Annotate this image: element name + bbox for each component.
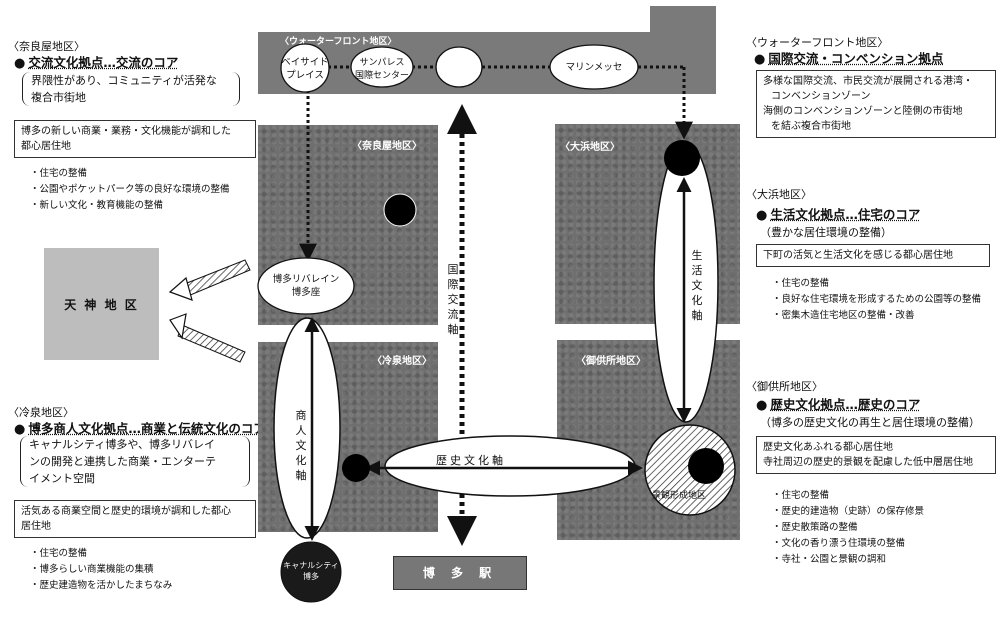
bullet-dot-icon: ● xyxy=(754,52,766,67)
ohama-core-dot xyxy=(664,140,700,176)
list-item: 密集木造住宅地区の整備・改善 xyxy=(772,308,981,324)
rekishi-ellipse xyxy=(384,435,636,497)
ohama-bullets: 住宅の整備 良好な住宅環境を形成するための公園等の整備 密集木造住宅地区の整備・… xyxy=(772,276,982,324)
list-item: 新しい文化・教育機能の整備 xyxy=(30,198,230,214)
rekishi-axis-label: 歴史文化軸 xyxy=(436,454,506,467)
bayside-node xyxy=(280,43,330,93)
waterfront-title: ●国際交流・コンベンション拠点 xyxy=(754,51,944,67)
list-item: 住宅の整備 xyxy=(30,546,172,562)
naraya-box: 博多の新しい商業・業務・文化機能が調和した 都心居住地 xyxy=(14,120,256,158)
naraya-header: 〈奈良屋地区〉 xyxy=(8,40,85,53)
ohama-title: ●生活文化拠点…住宅のコア xyxy=(756,207,921,223)
tenjin-district: 天 神 地 区 xyxy=(44,248,159,360)
list-item: 文化の香り漂う住環境の整備 xyxy=(772,536,924,552)
reisen-box: 活気ある商業空間と歴史的環境が調和した都心 居住地 xyxy=(14,500,256,538)
marine-label: マリンメッセ xyxy=(565,62,623,73)
list-item: 住宅の整備 xyxy=(772,276,981,292)
ohama-header: 〈大浜地区〉 xyxy=(746,188,812,201)
reisen-header: 〈冷泉地区〉 xyxy=(8,406,74,419)
canal-label: キャナルシティ 博多 xyxy=(283,561,339,581)
riverain-label: 博多リバレイン 博多座 xyxy=(272,274,340,298)
sunpalace-node xyxy=(350,46,414,88)
bullet-dot-icon: ● xyxy=(14,422,26,437)
bullet-dot-icon: ● xyxy=(14,56,26,71)
reisen-map-label: 〈冷泉地区〉 xyxy=(372,356,432,367)
ohama-map-label: 〈大浜地区〉 xyxy=(560,142,620,153)
reisen-paren: キャナルシティ博多や、博多リバレイ ンの開発と連携した商業・エンターテ イメント… xyxy=(20,436,250,487)
reisen-core-dot xyxy=(342,454,370,482)
waterfront-header: 〈ウォーターフロント地区〉 xyxy=(746,36,889,49)
gokusho-paren: （博多の歴史文化の再生と居住環境の整備） xyxy=(760,416,980,429)
ohama-box: 下町の活気と生活文化を感じる都心居住地 xyxy=(756,244,990,267)
waterfront-district xyxy=(258,32,716,94)
naraya-map-label: 〈奈良屋地区〉 xyxy=(352,141,422,152)
gokusho-map-label: 〈御供所地区〉 xyxy=(576,356,646,367)
gokusho-title: ●歴史文化拠点…歴史のコア xyxy=(756,397,921,413)
blank-node xyxy=(435,46,483,88)
marine-node xyxy=(549,44,639,90)
waterfront-map-label: 〈ウォーターフロント地区〉 xyxy=(280,37,397,47)
list-item: 公園やポケットパーク等の良好な環境の整備 xyxy=(30,182,230,198)
tenjin-label: 天 神 地 区 xyxy=(64,298,139,312)
sunpalace-label: サンパレス 国際センター xyxy=(354,58,409,81)
hakata-station: 博 多 駅 xyxy=(393,556,527,590)
tenjin-arrows xyxy=(168,259,251,363)
list-item: 歴史散策路の整備 xyxy=(772,520,924,536)
waterfront-district-corner xyxy=(650,6,716,36)
kokusai-axis-label: 国際交流軸 xyxy=(447,263,459,336)
ohama-paren: （豊かな居住環境の整備） xyxy=(760,226,892,239)
gokusho-header: 〈御供所地区〉 xyxy=(746,380,823,393)
gokusho-core-dot xyxy=(688,448,724,484)
list-item: 良好な住宅環境を形成するための公園等の整備 xyxy=(772,292,982,308)
naraya-bullets: 住宅の整備 公園やポケットパーク等の良好な環境の整備 新しい文化・教育機能の整備 xyxy=(30,166,230,214)
list-item: 寺社・公園と景観の調和 xyxy=(772,552,924,568)
keikan-label: 景観形成地区 xyxy=(652,491,707,501)
reisen-title: ●博多商人文化拠点…商業と伝統文化のコア xyxy=(14,421,266,437)
gokusho-bullets: 住宅の整備 歴史的建造物（史跡）の保存修景 歴史散策路の整備 文化の香り漂う住環… xyxy=(772,488,925,568)
seikatsu-axis-label: 生活文化軸 xyxy=(691,249,703,322)
list-item: 住宅の整備 xyxy=(30,166,230,182)
list-item: 住宅の整備 xyxy=(772,488,924,504)
naraya-paren: 界隈性があり、コミュニティが活発な 複合市街地 xyxy=(22,72,240,106)
bayside-label: ベイサイド プレイス xyxy=(281,57,329,81)
seikatsu-ellipse xyxy=(653,141,719,423)
shonin-axis-label: 商人文化軸 xyxy=(295,409,307,482)
gokusho-box: 歴史文化あふれる都心居住地 寺社周辺の歴史的景観を配慮した低中層居住地 xyxy=(756,436,996,474)
naraya-title: ●交流文化拠点…交流のコア xyxy=(14,55,179,71)
reisen-bullets: 住宅の整備 博多らしい商業機能の集積 歴史建造物を活かしたまちなみ xyxy=(30,546,173,594)
list-item: 博多らしい商業機能の集積 xyxy=(30,562,172,578)
naraya-core-dot xyxy=(383,193,417,227)
canal-node xyxy=(280,541,342,603)
list-item: 歴史建造物を活かしたまちなみ xyxy=(30,578,173,594)
list-item: 歴史的建造物（史跡）の保存修景 xyxy=(772,504,925,520)
waterfront-box: 多様な国際交流、市民交流が展開される港湾・ コンベンションゾーン 海側のコンベン… xyxy=(756,70,996,138)
bullet-dot-icon: ● xyxy=(756,398,768,413)
riverain-node xyxy=(257,257,355,315)
bullet-dot-icon: ● xyxy=(756,208,768,223)
